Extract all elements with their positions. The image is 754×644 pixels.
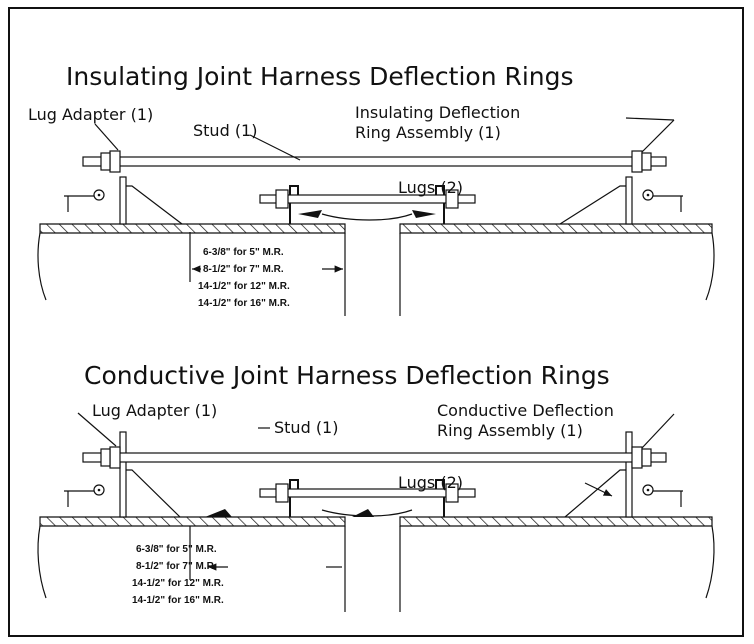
- weld-left: [205, 509, 232, 517]
- right-ring-plate: [625, 176, 633, 225]
- lugs-label: Lugs (2): [398, 473, 463, 492]
- ring-label-line1: Conductive Deflection: [437, 401, 614, 420]
- ring-label-line2: Ring Assembly (1): [437, 421, 583, 440]
- ring-arrow: [584, 482, 613, 497]
- lug-nut-right: [445, 483, 459, 503]
- left-nut: [109, 446, 121, 469]
- dim-line-3: 14-1/2" for 12" M.R.: [198, 281, 290, 292]
- right-pipe-wall: [399, 223, 713, 234]
- right-nut-2: [641, 448, 652, 467]
- gasket-left: [298, 210, 322, 218]
- stud-label: Stud (1): [193, 121, 257, 140]
- right-pipe-break: [705, 525, 715, 599]
- stud-rod: [82, 156, 667, 167]
- left-pipe-break: [37, 232, 47, 301]
- left-pipe-break: [37, 525, 47, 599]
- sleeve: [321, 509, 413, 517]
- dim-line-1: 6-3/8" for 5" M.R.: [203, 247, 284, 258]
- left-ring-plate: [119, 431, 127, 518]
- right-gusset: [564, 469, 626, 518]
- ring-leader: [641, 413, 675, 449]
- dim-line-2: 8-1/2" for 7" M.R.: [136, 561, 217, 572]
- gasket-right: [412, 210, 436, 218]
- left-nut-2: [100, 448, 111, 467]
- conductive-assembly: Conductive Joint Harness Deflection Ring…: [37, 361, 715, 612]
- ring-leader: [641, 119, 675, 153]
- ring-label-line1: Insulating Deflection: [355, 103, 520, 122]
- ring-leader-tail: [625, 117, 675, 121]
- left-gusset: [126, 469, 181, 518]
- lug-bolt: [259, 488, 476, 498]
- ground-symbol-right: [642, 484, 683, 507]
- left-gusset: [126, 185, 183, 225]
- lug-bolt: [259, 194, 476, 204]
- stud-leader: [249, 134, 301, 161]
- lug-adapter-label: Lug Adapter (1): [92, 401, 217, 420]
- right-ring-plate: [625, 431, 633, 518]
- lug-nut-left: [275, 483, 289, 503]
- lug-adapter-leader: [77, 412, 117, 447]
- right-pipe-wall: [399, 516, 713, 527]
- dim-line-4: 14-1/2" for 16" M.R.: [132, 595, 224, 606]
- ground-symbol-right: [642, 189, 683, 212]
- left-pipe-wall: [39, 223, 346, 234]
- sleeve: [321, 213, 413, 221]
- insulating-title: Insulating Joint Harness Deflection Ring…: [66, 62, 574, 91]
- dim-line-2: 8-1/2" for 7" M.R.: [203, 264, 284, 275]
- lugs-label: Lugs (2): [398, 178, 463, 197]
- lug-nut-right: [445, 189, 459, 209]
- right-nut: [631, 150, 643, 173]
- left-nut: [109, 150, 121, 173]
- left-ring-plate: [119, 176, 127, 225]
- right-pipe-break: [705, 232, 715, 301]
- drawing-frame: [8, 7, 744, 637]
- insulating-assembly: Insulating Joint Harness Deflection Ring…: [28, 62, 715, 316]
- right-nut: [631, 446, 643, 469]
- ground-symbol-left: [64, 484, 105, 507]
- left-nut-2: [100, 152, 111, 171]
- dim-line-3: 14-1/2" for 12" M.R.: [132, 578, 224, 589]
- conductive-title: Conductive Joint Harness Deflection Ring…: [84, 361, 610, 390]
- lug-adapter-label: Lug Adapter (1): [28, 105, 153, 124]
- dim-line-1: 6-3/8" for 5" M.R.: [136, 544, 217, 555]
- weld-center: [352, 509, 374, 517]
- left-pipe-wall: [39, 516, 346, 527]
- stud-rod: [82, 452, 667, 463]
- right-gusset: [559, 185, 626, 225]
- ring-label-line2: Ring Assembly (1): [355, 123, 501, 142]
- right-nut-2: [641, 152, 652, 171]
- dim-line-4: 14-1/2" for 16" M.R.: [198, 298, 290, 309]
- lug-nut-left: [275, 189, 289, 209]
- ground-symbol-left: [64, 189, 105, 212]
- lug-adapter-leader: [94, 123, 119, 151]
- stud-label: Stud (1): [274, 418, 338, 437]
